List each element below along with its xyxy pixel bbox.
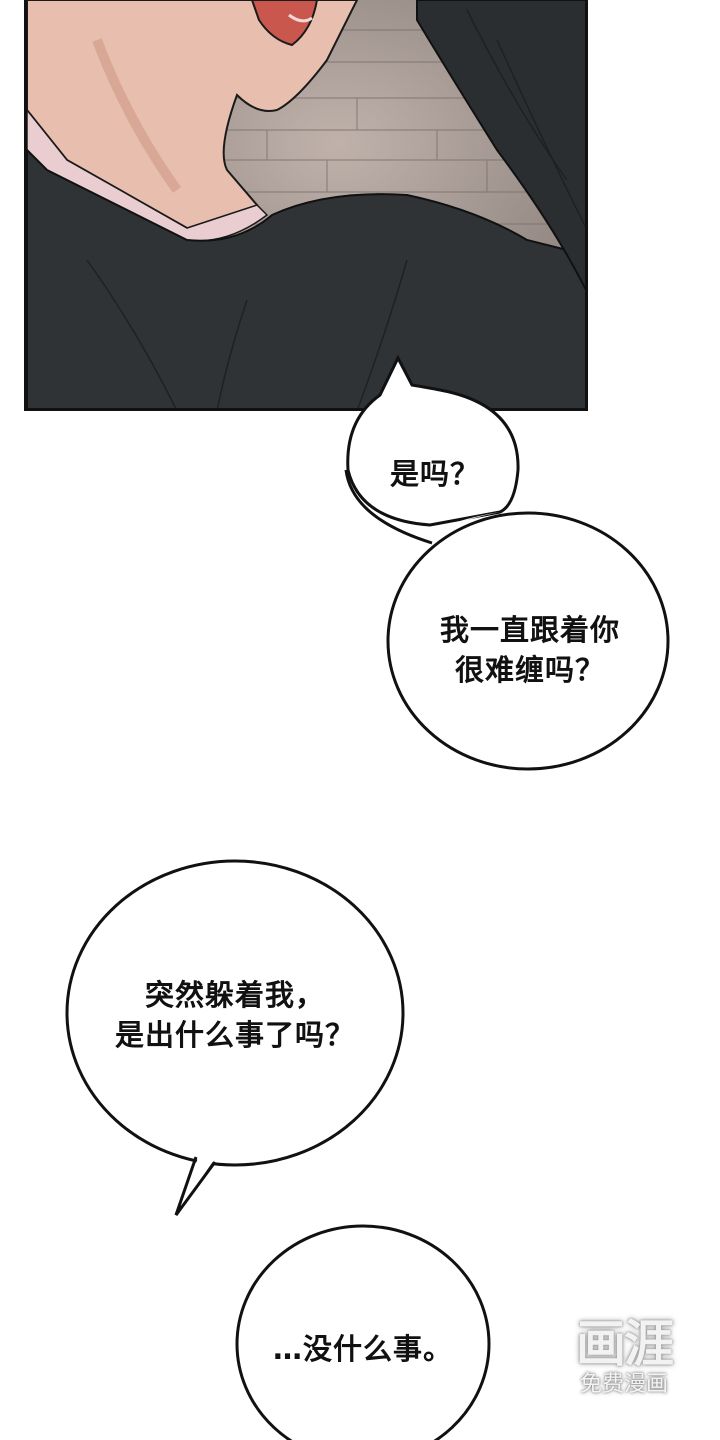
bubble-2-line-2: 很难缠吗？ <box>454 653 605 687</box>
bubble-3-line-1: 突然躲着我， <box>144 978 325 1012</box>
bubble-3-line-2: 是出什么事了吗？ <box>114 1018 355 1052</box>
watermark-logo: 画涯 <box>576 1315 674 1373</box>
comic-panel <box>24 0 588 411</box>
bubble-1-line-1: 是吗？ <box>389 457 480 491</box>
bubble-3-text: 突然躲着我， 是出什么事了吗？ <box>95 975 375 1055</box>
panel-illustration <box>27 0 585 408</box>
bubble-4-text: …没什么事。 <box>263 1329 463 1369</box>
bubble-1-text: 是吗？ <box>385 454 485 494</box>
bubble-2-text: 我一直跟着你 很难缠吗？ <box>410 610 650 690</box>
bubble-4-line-1: …没什么事。 <box>272 1332 453 1366</box>
bubble-2-line-1: 我一直跟着你 <box>439 613 620 647</box>
watermark-subtitle: 免费漫画 <box>579 1372 668 1397</box>
watermark: 画涯 免费漫画 <box>562 1316 686 1398</box>
